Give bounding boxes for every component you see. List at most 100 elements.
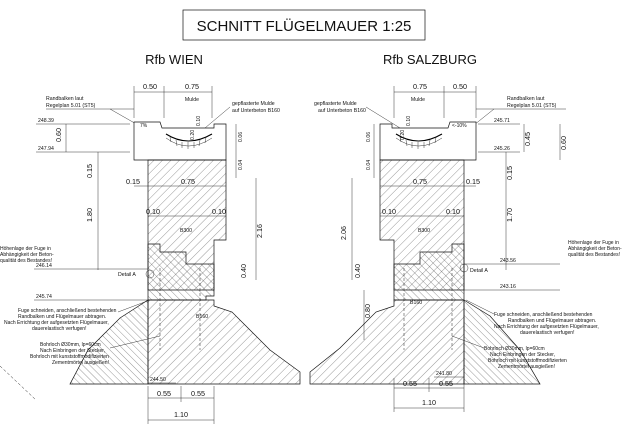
dim-075-mid-r: 0.75	[413, 177, 427, 186]
note-fuge-3: qualität des Bestandes!	[0, 258, 52, 264]
dim-040: 0.40	[239, 264, 248, 278]
note-fuge-1: Höhenlage der Fuge in	[0, 246, 51, 252]
label-mulde: Mulde	[185, 97, 199, 103]
note-bohr-3-r: Bohrloch mit kunststoffmodifizierten	[488, 358, 567, 364]
dim-055-a-r: 0.55	[403, 379, 417, 388]
dim-015-h-r: 0.15	[466, 177, 480, 186]
dim-010-b-r: 0.10	[446, 207, 460, 216]
note-fuge-cut-2-r: Randbalken und Flügelmauer abtragen.	[508, 318, 596, 324]
dim-045: 0.45	[523, 132, 532, 146]
dim-006-r: 0.06	[366, 132, 372, 142]
level-243-16: 243.16	[500, 284, 516, 290]
dim-060-r: 0.60	[559, 136, 568, 150]
label-detail-a: Detail A	[118, 272, 136, 278]
level-245-26: 245.26	[494, 146, 510, 152]
dim-010-b: 0.10	[212, 207, 226, 216]
dim-180: 1.80	[85, 208, 94, 222]
dim-020-mulde: 0.20	[190, 130, 196, 140]
dim-top-050-r: 0.50	[453, 82, 467, 91]
dim-216: 2.16	[255, 224, 264, 238]
dim-010-mulde-r: 0.10	[406, 116, 412, 126]
dim-110-r: 1.10	[422, 398, 436, 407]
note-bohr-1: Bohrloch Ø30mm, lp=60cm	[40, 342, 101, 348]
footing-b160	[147, 299, 301, 385]
level-241-80: 241.80	[436, 371, 452, 377]
label-randbalken-2-r: Regelplan 5.01 (ST5)	[507, 103, 557, 109]
dim-015-v-r: 0.15	[505, 166, 514, 180]
level-243-56: 243.56	[500, 258, 516, 264]
note-fuge-cut-3: Nach Errichtung der aufgesetzten Flügelm…	[4, 320, 109, 326]
dim-top-050: 0.50	[143, 82, 157, 91]
level-246-14: 246.14	[36, 263, 52, 269]
section-wien: Rfb WIEN 0.50 0.75 Mulde Randbalken laut…	[0, 52, 301, 424]
dim-010-mulde: 0.10	[196, 116, 202, 126]
label-randbalken-1: Randbalken laut	[46, 96, 84, 102]
dim-015-v: 0.15	[85, 164, 94, 178]
dim-top-075: 0.75	[185, 82, 199, 91]
slope-label: 7%	[140, 123, 148, 129]
view-heading-wien: Rfb WIEN	[145, 52, 203, 67]
label-mulde-note-2-r: auf Unterbeton B160	[318, 108, 366, 114]
dim-080: 0.80	[363, 304, 372, 318]
dim-055-b: 0.55	[191, 389, 205, 398]
label-mulde-note-2: auf Unterbeton B160	[232, 108, 280, 114]
label-randbalken-2: Regelplan 5.01 (ST5)	[46, 103, 96, 109]
dim-010-a-r: 0.10	[382, 207, 396, 216]
note-fuge-cut-1: Fuge schneiden, anschließend bestehenden	[18, 308, 117, 314]
label-detail-a-r: Detail A	[470, 268, 488, 274]
dim-020-mulde-r: 0.20	[400, 130, 406, 140]
dim-110: 1.10	[174, 410, 188, 419]
note-fuge-cut-4: dauerelastisch verfugen!	[32, 326, 86, 332]
label-b160-r: B160	[410, 300, 422, 306]
dim-055-b-r: 0.55	[439, 379, 453, 388]
note-bohr-2-r: Nach Einbringen der Stecker,	[490, 352, 555, 358]
label-mulde-note-1-r: gepflasterte Mulde	[314, 101, 357, 107]
existing-embankment-r	[463, 299, 541, 385]
note-fuge-cut-1-r: Fuge schneiden, anschließend bestehenden	[494, 312, 593, 318]
note-fuge-3-r: qualität des Bestandes!	[568, 252, 620, 258]
existing-embankment	[69, 299, 149, 385]
dim-top-075-r: 0.75	[413, 82, 427, 91]
label-randbalken-1-r: Randbalken laut	[507, 96, 545, 102]
note-fuge-cut-4-r: dauerelastisch verfugen!	[520, 330, 574, 336]
note-fuge-2-r: Abhängigkeit der Beton-	[568, 246, 622, 252]
label-mulde-note-1: gepflasterte Mulde	[232, 101, 275, 107]
label-b160: B160	[196, 314, 208, 320]
dim-004-r: 0.04	[366, 160, 372, 170]
level-244-50: 244.50	[150, 377, 166, 383]
dim-075-mid: 0.75	[181, 177, 195, 186]
note-bohr-2: Nach Einbringen der Stecker,	[40, 348, 105, 354]
drawing-title: SCHNITT FLÜGELMAUER 1:25	[197, 17, 412, 35]
dim-055-a: 0.55	[157, 389, 171, 398]
note-fuge-cut-3-r: Nach Errichtung der aufgesetzten Flügelm…	[494, 324, 599, 330]
dim-015-h: 0.15	[126, 177, 140, 186]
label-b300-r: B300	[418, 228, 430, 234]
level-245-71: 245.71	[494, 118, 510, 124]
level-247-94: 247.94	[38, 146, 54, 152]
note-fuge-2: Abhängigkeit der Beton-	[0, 252, 54, 258]
note-bohr-1-r: Bohrloch Ø30mm, lp=60cm	[484, 346, 545, 352]
level-248-39: 248.39	[38, 118, 54, 124]
randbalken-cap	[133, 121, 227, 161]
title-block: SCHNITT FLÜGELMAUER 1:25	[182, 9, 426, 41]
dim-170: 1.70	[505, 208, 514, 222]
note-bohr-4-r: Zementmörtel ausgießen!	[498, 364, 555, 370]
dim-006: 0.06	[238, 132, 244, 142]
note-bohr-4: Zementmörtel ausgießen!	[52, 360, 109, 366]
note-fuge-1-r: Höhenlage der Fuge in	[568, 240, 619, 246]
section-salzburg: Rfb SALZBURG 0.75 0.50 Mulde Randbalken …	[309, 52, 622, 412]
slope-label-r: <-10%	[452, 123, 467, 129]
dim-206: 2.06	[339, 226, 348, 240]
dim-060: 0.60	[54, 128, 63, 142]
label-b300: B300	[180, 228, 192, 234]
note-bohr-3: Bohrloch mit kunststoffmodifizierten	[30, 354, 109, 360]
view-heading-salzburg: Rfb SALZBURG	[383, 52, 477, 67]
dim-010-a: 0.10	[146, 207, 160, 216]
label-mulde-r: Mulde	[411, 97, 425, 103]
dim-040-r: 0.40	[353, 264, 362, 278]
note-fuge-cut-2: Randbalken und Flügelmauer abtragen.	[18, 314, 106, 320]
level-245-74: 245.74	[36, 294, 52, 300]
dim-004: 0.04	[238, 160, 244, 170]
